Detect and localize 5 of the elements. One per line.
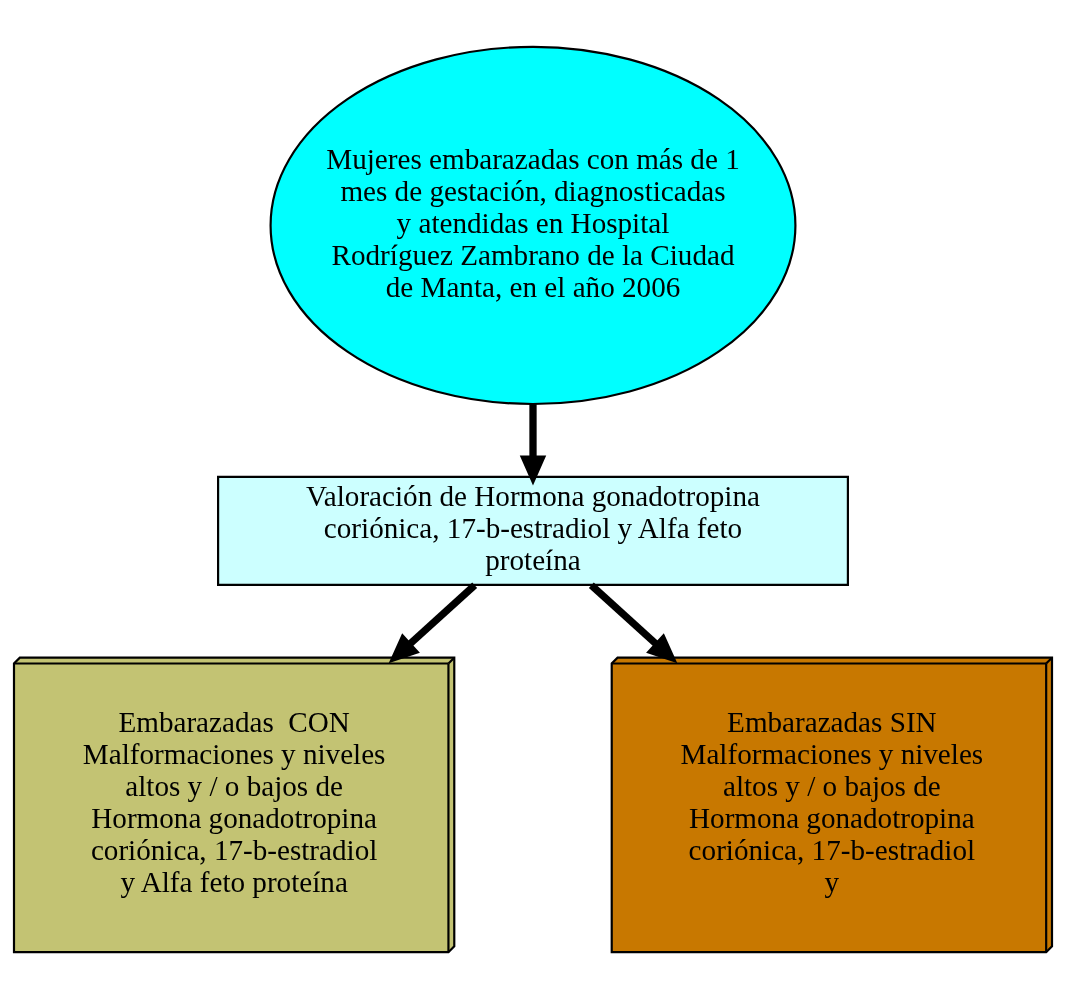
arrow (588, 582, 678, 663)
node-ellipse: Mujeres embarazadas con más de 1 mes de gestación, diagnosticadas y atendidas en Hospital Rodríguez Zambrano de la Ciudad de Manta, en el año 2006 (269, 45, 797, 405)
arrow (519, 403, 547, 486)
arrow (388, 582, 478, 663)
node-box: Valoración de Hormona gonadotropina coriónica, 17-b-estradiol y Alfa feto proteína (217, 475, 849, 586)
